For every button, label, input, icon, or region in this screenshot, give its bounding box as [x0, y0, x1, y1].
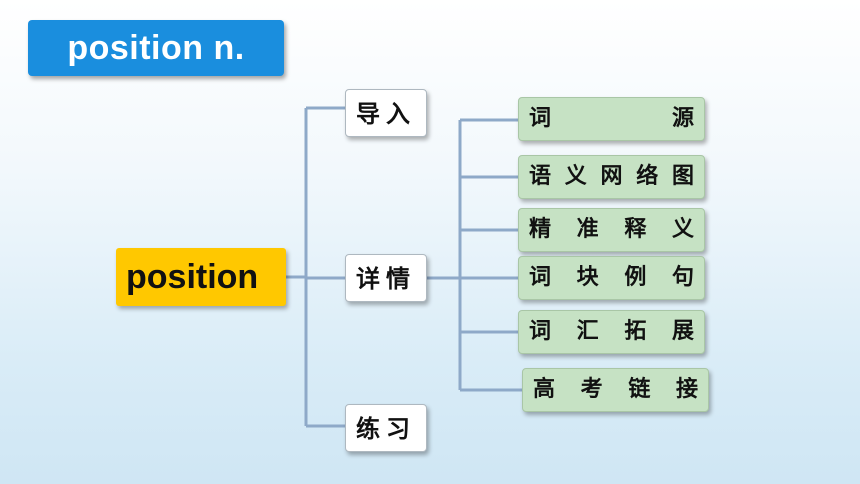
leaf-char: 释 [624, 217, 647, 242]
leaf-precise-definition[interactable]: 精 准 释 义 [518, 208, 705, 252]
leaf-chunk-examples[interactable]: 词 块 例 句 [518, 256, 705, 300]
leaf-char: 汇 [576, 319, 599, 344]
leaf-char: 义 [564, 164, 587, 189]
leaf-char: 络 [636, 164, 659, 189]
leaf-char: 精 [529, 217, 552, 242]
branch-intro[interactable]: 导入 [345, 89, 427, 137]
branch-practice-label: 练习 [356, 415, 416, 443]
leaf-semantic-network[interactable]: 语 义 网 络 图 [518, 155, 705, 199]
leaf-char: 考 [580, 377, 603, 402]
leaf-char: 准 [576, 217, 599, 242]
leaf-char: 展 [671, 319, 694, 344]
leaf-char: 词 [529, 106, 552, 131]
leaf-char: 网 [600, 164, 623, 189]
title-banner: position n. [28, 20, 284, 76]
branch-practice[interactable]: 练习 [345, 404, 427, 452]
leaf-vocabulary-expansion[interactable]: 词 汇 拓 展 [518, 310, 705, 354]
leaf-char: 例 [624, 265, 647, 290]
leaf-char: 句 [671, 265, 694, 290]
leaf-char: 词 [529, 265, 552, 290]
branch-intro-label: 导入 [356, 100, 416, 128]
leaf-char: 词 [529, 319, 552, 344]
leaf-char: 源 [671, 106, 694, 131]
branch-details[interactable]: 详情 [345, 254, 427, 302]
leaf-char: 接 [675, 377, 698, 402]
leaf-char: 拓 [624, 319, 647, 344]
leaf-char: 语 [529, 164, 552, 189]
root-node: position [116, 248, 286, 306]
leaf-char: 高 [533, 377, 556, 402]
leaf-gaokao-link[interactable]: 高 考 链 接 [522, 368, 709, 412]
leaf-char: 义 [671, 217, 694, 242]
leaf-char: 链 [628, 377, 651, 402]
branch-details-label: 详情 [356, 265, 416, 293]
root-label: position [126, 258, 259, 296]
leaf-char: 块 [576, 265, 599, 290]
leaf-etymology[interactable]: 词 源 [518, 97, 705, 141]
title-text: position n. [67, 29, 245, 67]
leaf-char: 图 [671, 164, 694, 189]
